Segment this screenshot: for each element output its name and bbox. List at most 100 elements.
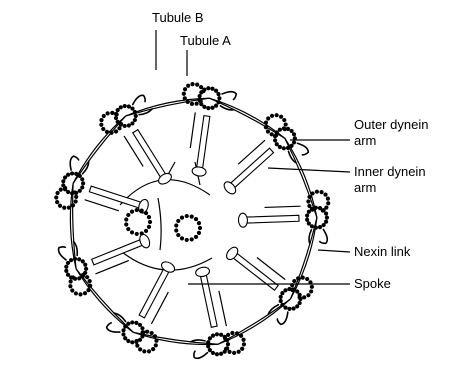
nexin-link [73,116,126,183]
nexin-link-leader [318,250,350,252]
subunit-dot [319,190,323,194]
radial-spoke [265,206,301,207]
outer-doublet [59,242,93,297]
nexin-link [126,98,210,116]
spoke-head [192,166,207,177]
subunit-dot [176,233,180,237]
subunit-dot [323,192,327,196]
subunit-dot [130,320,134,324]
subunit-dot [278,128,282,132]
subunit-dot [237,350,241,354]
nexin-link [76,269,133,333]
subunit-dot [115,112,119,116]
subunit-dot [185,214,189,218]
subunit-dot [230,331,234,335]
subunit-dot [322,223,326,227]
subunit-dot [227,350,231,354]
subunit-dot [198,94,202,98]
subunit-dot [149,331,153,335]
nexin-link [209,98,284,138]
subunit-dot [124,217,128,221]
subunit-dot [54,195,58,199]
subunit-dot [282,146,286,150]
subunit-dot [142,349,146,353]
subunit-dot [274,133,278,137]
subunit-dot [270,114,274,118]
subunit-dot [219,333,223,337]
subunit-dot [318,225,322,229]
subunit-dot [292,279,296,283]
subunit-dot [133,118,137,122]
radial-spoke [139,269,169,318]
subunit-dot [135,344,139,348]
inner-dynein-arm [191,340,205,342]
tubule-b [54,186,78,210]
subunit-dot [241,338,245,342]
subunit-dot [70,171,74,175]
subunit-dot [235,331,239,335]
subunit-dot [153,334,157,338]
subunit-dot [305,213,309,217]
subunit-dot [78,174,82,178]
subunit-dot [216,100,220,104]
subunit-dot [70,288,74,292]
subunit-dot [314,225,318,229]
subunit-dot [123,104,127,108]
subunit-dot [99,118,103,122]
subunit-dot [71,203,75,207]
subunit-dot [83,263,87,267]
subunit-dot [74,291,78,295]
tubule-a-label: Tubule A [180,33,231,48]
subunit-dot [140,330,144,334]
nexin-link [126,98,210,116]
outer-dynein-arm [277,312,288,324]
subunit-dot [134,114,138,118]
subunit-dot [135,208,139,212]
subunit-dot [84,267,88,271]
tubule-b-label: Tubule B [152,10,204,25]
subunit-dot [310,285,314,289]
subunit-dot [114,116,118,120]
subunit-dot [105,130,109,134]
subunit-dot [239,334,243,338]
spoke-label: Spoke [354,276,391,291]
subunit-dot [190,214,194,218]
nexin-link [285,138,317,217]
subunit-dot [199,99,203,103]
subunit-dot [126,322,130,326]
central-bridge [158,198,161,250]
subunit-dot [195,102,199,106]
subunit-dot [144,229,148,233]
subunit-dot [74,172,78,176]
subunit-dot [296,276,300,280]
subunit-dot [55,191,59,195]
outer-dynein-arm [297,143,308,155]
subunit-dot [307,195,311,199]
subunit-dot [208,348,212,352]
subunit-dot [119,105,123,109]
subunit-dot [119,122,123,126]
subunit-dot [121,328,125,332]
subunit-dot [206,106,210,110]
spoke-head [238,213,247,227]
subunit-dot [176,219,180,223]
nexin-link [73,116,126,183]
subunit-dot [68,284,72,288]
subunit-dot [69,279,73,283]
central-pair [124,208,202,242]
radial-spokes [85,112,301,327]
subunit-dot [326,201,330,205]
subunit-dot [290,288,294,292]
subunit-dot [130,210,134,214]
subunit-dot [305,218,309,222]
subunit-dot [292,132,296,136]
subunit-dot [195,82,199,86]
subunit-dot [275,142,279,146]
subunit-dot [127,123,131,127]
subunit-dot [88,284,92,288]
outer-doublet [99,95,152,135]
outer-doublet [182,82,237,110]
subunit-dot [133,110,137,114]
subunit-dot [279,299,283,303]
subunit-dot [306,293,310,297]
